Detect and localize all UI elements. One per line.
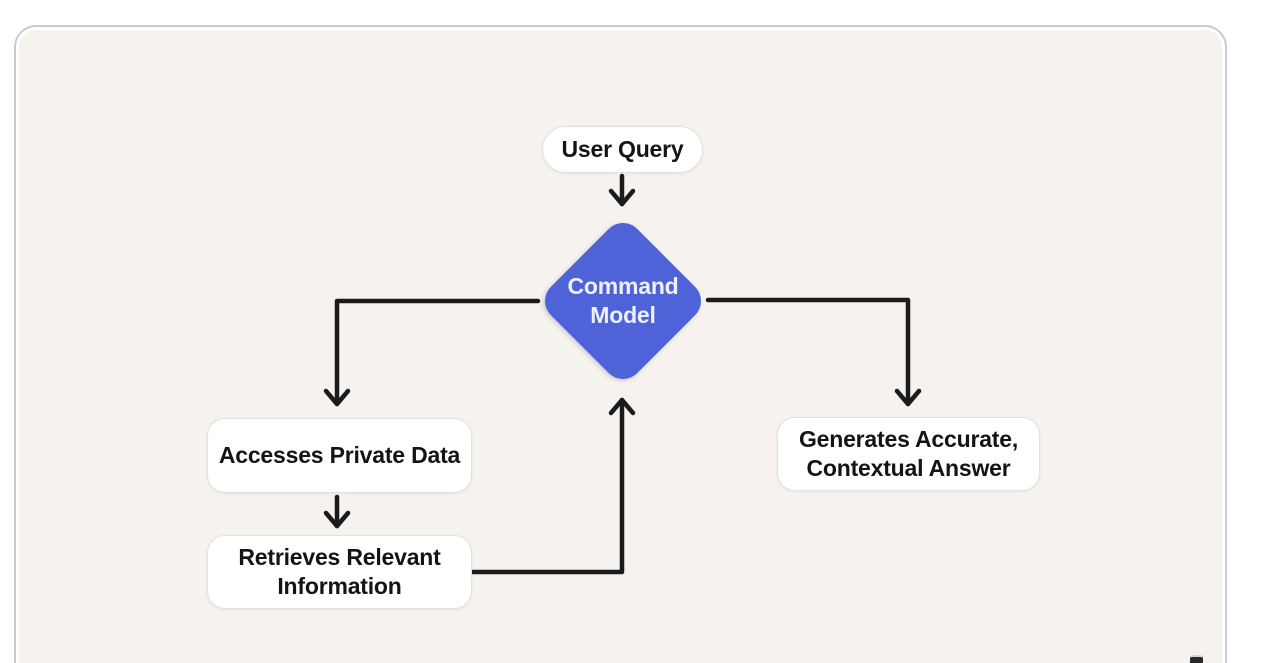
node-command-model-label: Command Model (567, 273, 679, 328)
node-user-query: User Query (542, 126, 703, 173)
node-user-query-label: User Query (561, 136, 684, 162)
node-accesses-private-data: Accesses Private Data (207, 418, 472, 493)
node-retrieves-relevant-information-label: Retrieves Relevant Information (238, 544, 441, 599)
node-generates-accurate-contextual-answer-label: Generates Accurate, Contextual Answer (798, 426, 1019, 481)
node-accesses-private-data-label: Accesses Private Data (218, 442, 461, 468)
node-retrieves-relevant-information: Retrieves Relevant Information (207, 535, 472, 609)
partial-cursor-artifact (1190, 655, 1203, 663)
node-generates-accurate-contextual-answer: Generates Accurate, Contextual Answer (777, 417, 1040, 491)
